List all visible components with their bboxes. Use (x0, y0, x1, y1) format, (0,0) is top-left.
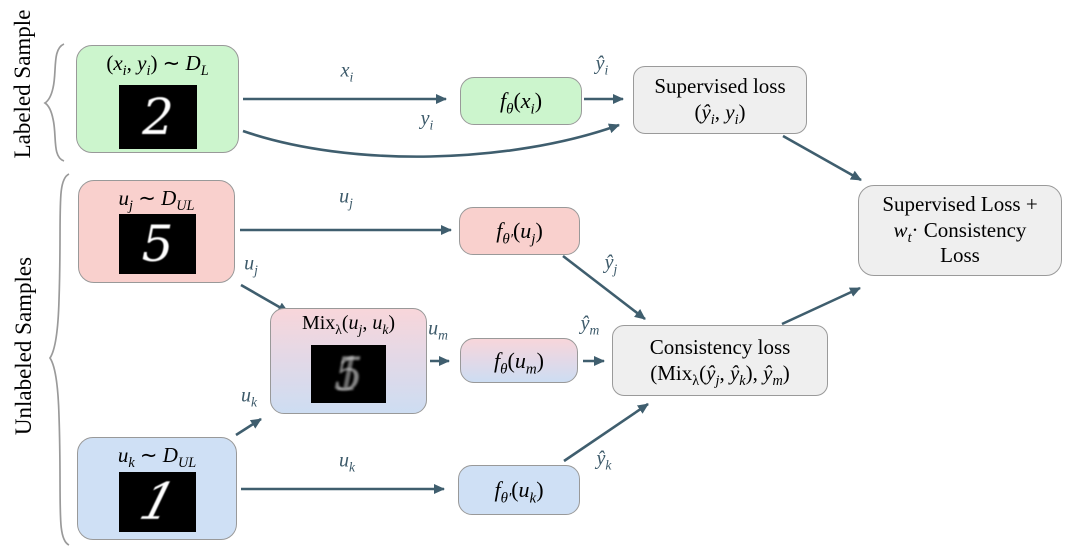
supervised-loss-line1: Supervised loss (654, 74, 786, 99)
mnist-image-mixed: 5 1 (311, 345, 386, 403)
f-theta-um-box: fθ(um) (460, 338, 578, 383)
labeled-sample-side-label: Labeled Sample (10, 9, 35, 159)
edge-label-yhat-i: ŷi (595, 52, 609, 78)
digit-5: 5 (141, 215, 174, 273)
edge-label-uk-horizontal: uk (338, 449, 356, 475)
edge-label-uj-diagonal: uj (244, 252, 258, 278)
unlabeled-samples-side-label: Unlabeled Samples (11, 256, 36, 436)
total-loss-line1: Supervised Loss + (882, 192, 1038, 217)
uk-sample-box: uk ∼ DUL 1 (77, 437, 237, 540)
total-loss-box: Supervised Loss + wt· Consistency Loss (858, 185, 1062, 276)
mix-box: Mixλ(uj, uk) 5 1 (270, 308, 427, 414)
uj-sample-title: uj ∼ DUL (118, 186, 195, 215)
uj-sample-box: uj ∼ DUL 5 (78, 180, 235, 283)
edge-label-yi: yi (420, 107, 434, 133)
edge-label-yhat-j: ŷj (604, 251, 618, 277)
labeled-sample-title: (xi, yi) ∼ DL (106, 51, 209, 80)
mnist-image-1: 1 (119, 472, 196, 532)
digit-2: 2 (142, 88, 174, 146)
consistency-loss-box: Consistency loss (Mixλ(ŷj, ŷk), ŷm) (612, 325, 828, 396)
supervised-loss-line2: (ŷi, yi) (694, 100, 746, 129)
arrow-consistency-to-total (781, 286, 861, 326)
f-theta-xi-box: fθ(xi) (460, 77, 582, 125)
f-theta-prime-uj-box: fθ′(uj) (459, 207, 580, 255)
edge-label-yhat-k: ŷk (596, 447, 612, 473)
labeled-sample-box: (xi, yi) ∼ DL 2 (76, 45, 239, 153)
consistency-loss-line1: Consistency loss (649, 334, 791, 359)
mnist-image-2: 2 (119, 85, 197, 149)
edge-label-xi: xi (340, 59, 354, 85)
mixed-digit-5: 5 (333, 347, 364, 401)
arrow-supervised-to-total (782, 134, 862, 182)
unlabeled-brace (48, 173, 70, 546)
edge-label-uk-diagonal: uk (240, 384, 258, 410)
edge-label-uj-horizontal: uj (339, 185, 353, 211)
f-theta-prime-uk-box: fθ′(uk) (458, 465, 580, 515)
edge-label-yhat-m: ŷm (580, 312, 600, 338)
mix-box-title: Mixλ(uj, uk) (301, 312, 396, 337)
total-loss-line3: Loss (940, 243, 980, 268)
digit-1: 1 (133, 473, 182, 531)
uk-sample-title: uk ∼ DUL (117, 443, 197, 472)
edge-label-um: um (428, 317, 448, 343)
consistency-loss-line2: (Mixλ(ŷj, ŷk), ŷm) (650, 360, 790, 389)
supervised-loss-box: Supervised loss (ŷi, yi) (633, 66, 807, 134)
labeled-brace (43, 43, 65, 162)
arrow-uk-to-mix (235, 417, 262, 437)
mnist-image-5: 5 (119, 214, 196, 274)
mixed-digit-1: 1 (333, 347, 364, 401)
total-loss-line2: wt· Consistency (893, 217, 1027, 246)
